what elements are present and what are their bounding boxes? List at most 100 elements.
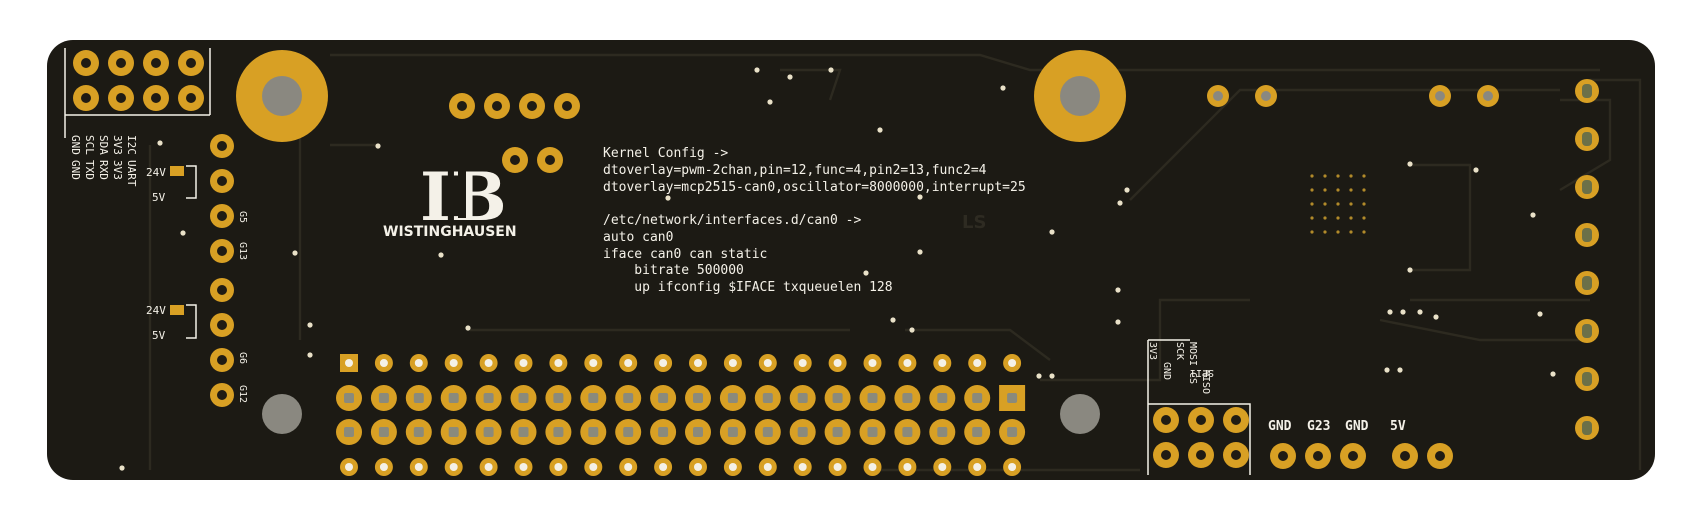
spi-label-sck: SCK: [1174, 342, 1185, 360]
gpio-hole: [727, 393, 738, 403]
mount-hole-bottom-left: [262, 394, 302, 434]
bottom-right-labels: GND G23 GND 5V: [1268, 419, 1406, 434]
spi-label-mosi: MOSI: [1187, 342, 1198, 366]
config-line: /etc/network/interfaces.d/can0 ->: [603, 213, 861, 228]
config-line: Kernel Config ->: [603, 146, 728, 161]
spi-label-cs: CS: [1187, 372, 1198, 384]
config-line: up ifconfig $IFACE txqueuelen 128: [603, 280, 893, 295]
label-sda: SDA: [97, 135, 110, 155]
pin-label-5v: 5V: [1390, 419, 1406, 434]
gpio-hole: [973, 463, 982, 471]
gpio-hole: [623, 393, 634, 403]
gpio-hole: [1008, 359, 1017, 367]
gpio-hole: [483, 427, 494, 437]
gpio-hole: [588, 427, 599, 437]
gpio-hole: [484, 359, 493, 367]
gpio-hole: [554, 463, 563, 471]
gpio-hole: [832, 393, 843, 403]
gpio-hole: [519, 359, 528, 367]
gpio-hole: [798, 359, 807, 367]
label-gnd-b: GND: [69, 160, 82, 180]
spi-title: SPI1: [1190, 367, 1214, 378]
bottom-right-pads: [1270, 443, 1453, 469]
gpio-hole: [937, 393, 948, 403]
gpio-hole: [693, 427, 703, 437]
mounting-holes: [236, 50, 1126, 434]
label-3v3-a: 3V3: [111, 135, 124, 155]
gpio-hole: [763, 463, 772, 471]
gpio-hole: [972, 427, 983, 437]
gpio-hole: [379, 359, 388, 367]
gpio-hole: [693, 393, 703, 403]
gpio-hole: [589, 463, 598, 471]
gpio-hole: [344, 427, 354, 437]
gpio-hole: [938, 463, 947, 471]
label-i2c: I2C: [125, 135, 138, 155]
gpio-hole: [727, 427, 738, 437]
gpio-hole: [973, 359, 982, 367]
label-uart: UART: [125, 160, 138, 187]
via-array: [1310, 174, 1366, 234]
label-scl: SCL: [83, 135, 96, 155]
gpio-hole: [518, 427, 529, 437]
brand-logo: IB WISTINGHAUSEN: [383, 158, 517, 240]
pwm-output-pins: [170, 134, 234, 407]
gpio-hole: [832, 427, 843, 437]
pin-label-g23: G23: [1307, 419, 1330, 434]
gpio-hole: [448, 393, 459, 403]
gpio-hole: [589, 359, 598, 367]
gpio-hole: [763, 359, 772, 367]
i2c-uart-labels: I2C UART 3V3 3V3 SDA RXD SCL TXD GND GND: [69, 135, 138, 187]
gpio-header-40pin: [336, 354, 1026, 476]
gpio-hole: [378, 393, 389, 403]
jumper-top-5v: 5V: [152, 191, 166, 204]
gpio-hole: [379, 463, 388, 471]
label-txd: TXD: [83, 160, 96, 180]
gpio-hole: [762, 393, 773, 403]
gpio-hole: [658, 393, 669, 403]
i2c-uart-header: [64, 48, 211, 138]
gpio-hole: [413, 393, 424, 403]
gpio-hole: [797, 393, 808, 403]
gpio-hole: [1007, 427, 1018, 437]
gpio-hole: [518, 393, 529, 403]
gpio-hole: [344, 393, 354, 403]
gpio-hole: [902, 427, 913, 437]
config-line: dtoverlay=mcp2515-can0,oscillator=800000…: [603, 180, 1026, 195]
kernel-config-text: Kernel Config -> dtoverlay=pwm-2chan,pin…: [603, 146, 1026, 295]
gpio-hole: [903, 359, 912, 367]
gpio-hole: [938, 359, 947, 367]
pwm-label-g5: G5: [237, 211, 248, 223]
right-edge-connector: [1575, 79, 1599, 440]
gpio-hole: [867, 393, 878, 403]
vias: [119, 67, 1556, 471]
config-line: iface can0 can static: [603, 247, 767, 262]
gpio-hole: [623, 427, 634, 437]
gpio-hole: [345, 359, 353, 367]
ls-mark: LS: [962, 212, 986, 233]
logo-brand-name: WISTINGHAUSEN: [383, 224, 517, 240]
label-rxd: RXD: [97, 160, 110, 180]
gpio-hole: [414, 359, 423, 367]
gpio-hole: [553, 427, 564, 437]
gpio-hole: [903, 463, 912, 471]
spi-label-miso: MISO: [1200, 370, 1211, 394]
gpio-hole: [798, 463, 807, 471]
gpio-hole: [449, 463, 458, 471]
gpio-hole: [553, 393, 564, 403]
jumper-bottom-5v: 5V: [152, 329, 166, 342]
gpio-hole: [519, 463, 528, 471]
config-line: dtoverlay=pwm-2chan,pin=12,func=4,pin2=1…: [603, 163, 987, 178]
top-right-pads: [1207, 85, 1499, 107]
config-line: bitrate 500000: [603, 263, 744, 278]
gpio-hole: [588, 393, 599, 403]
pin-label-gnd-1: GND: [1268, 419, 1292, 434]
mount-hole-bottom-right: [1060, 394, 1100, 434]
gpio-hole: [868, 463, 877, 471]
gpio-hole: [868, 359, 877, 367]
gpio-hole: [624, 359, 633, 367]
gpio-hole: [797, 427, 808, 437]
jumper-bottom-24v: 24V: [146, 304, 166, 317]
gpio-hole: [449, 359, 458, 367]
label-3v3-b: 3V3: [111, 160, 124, 180]
